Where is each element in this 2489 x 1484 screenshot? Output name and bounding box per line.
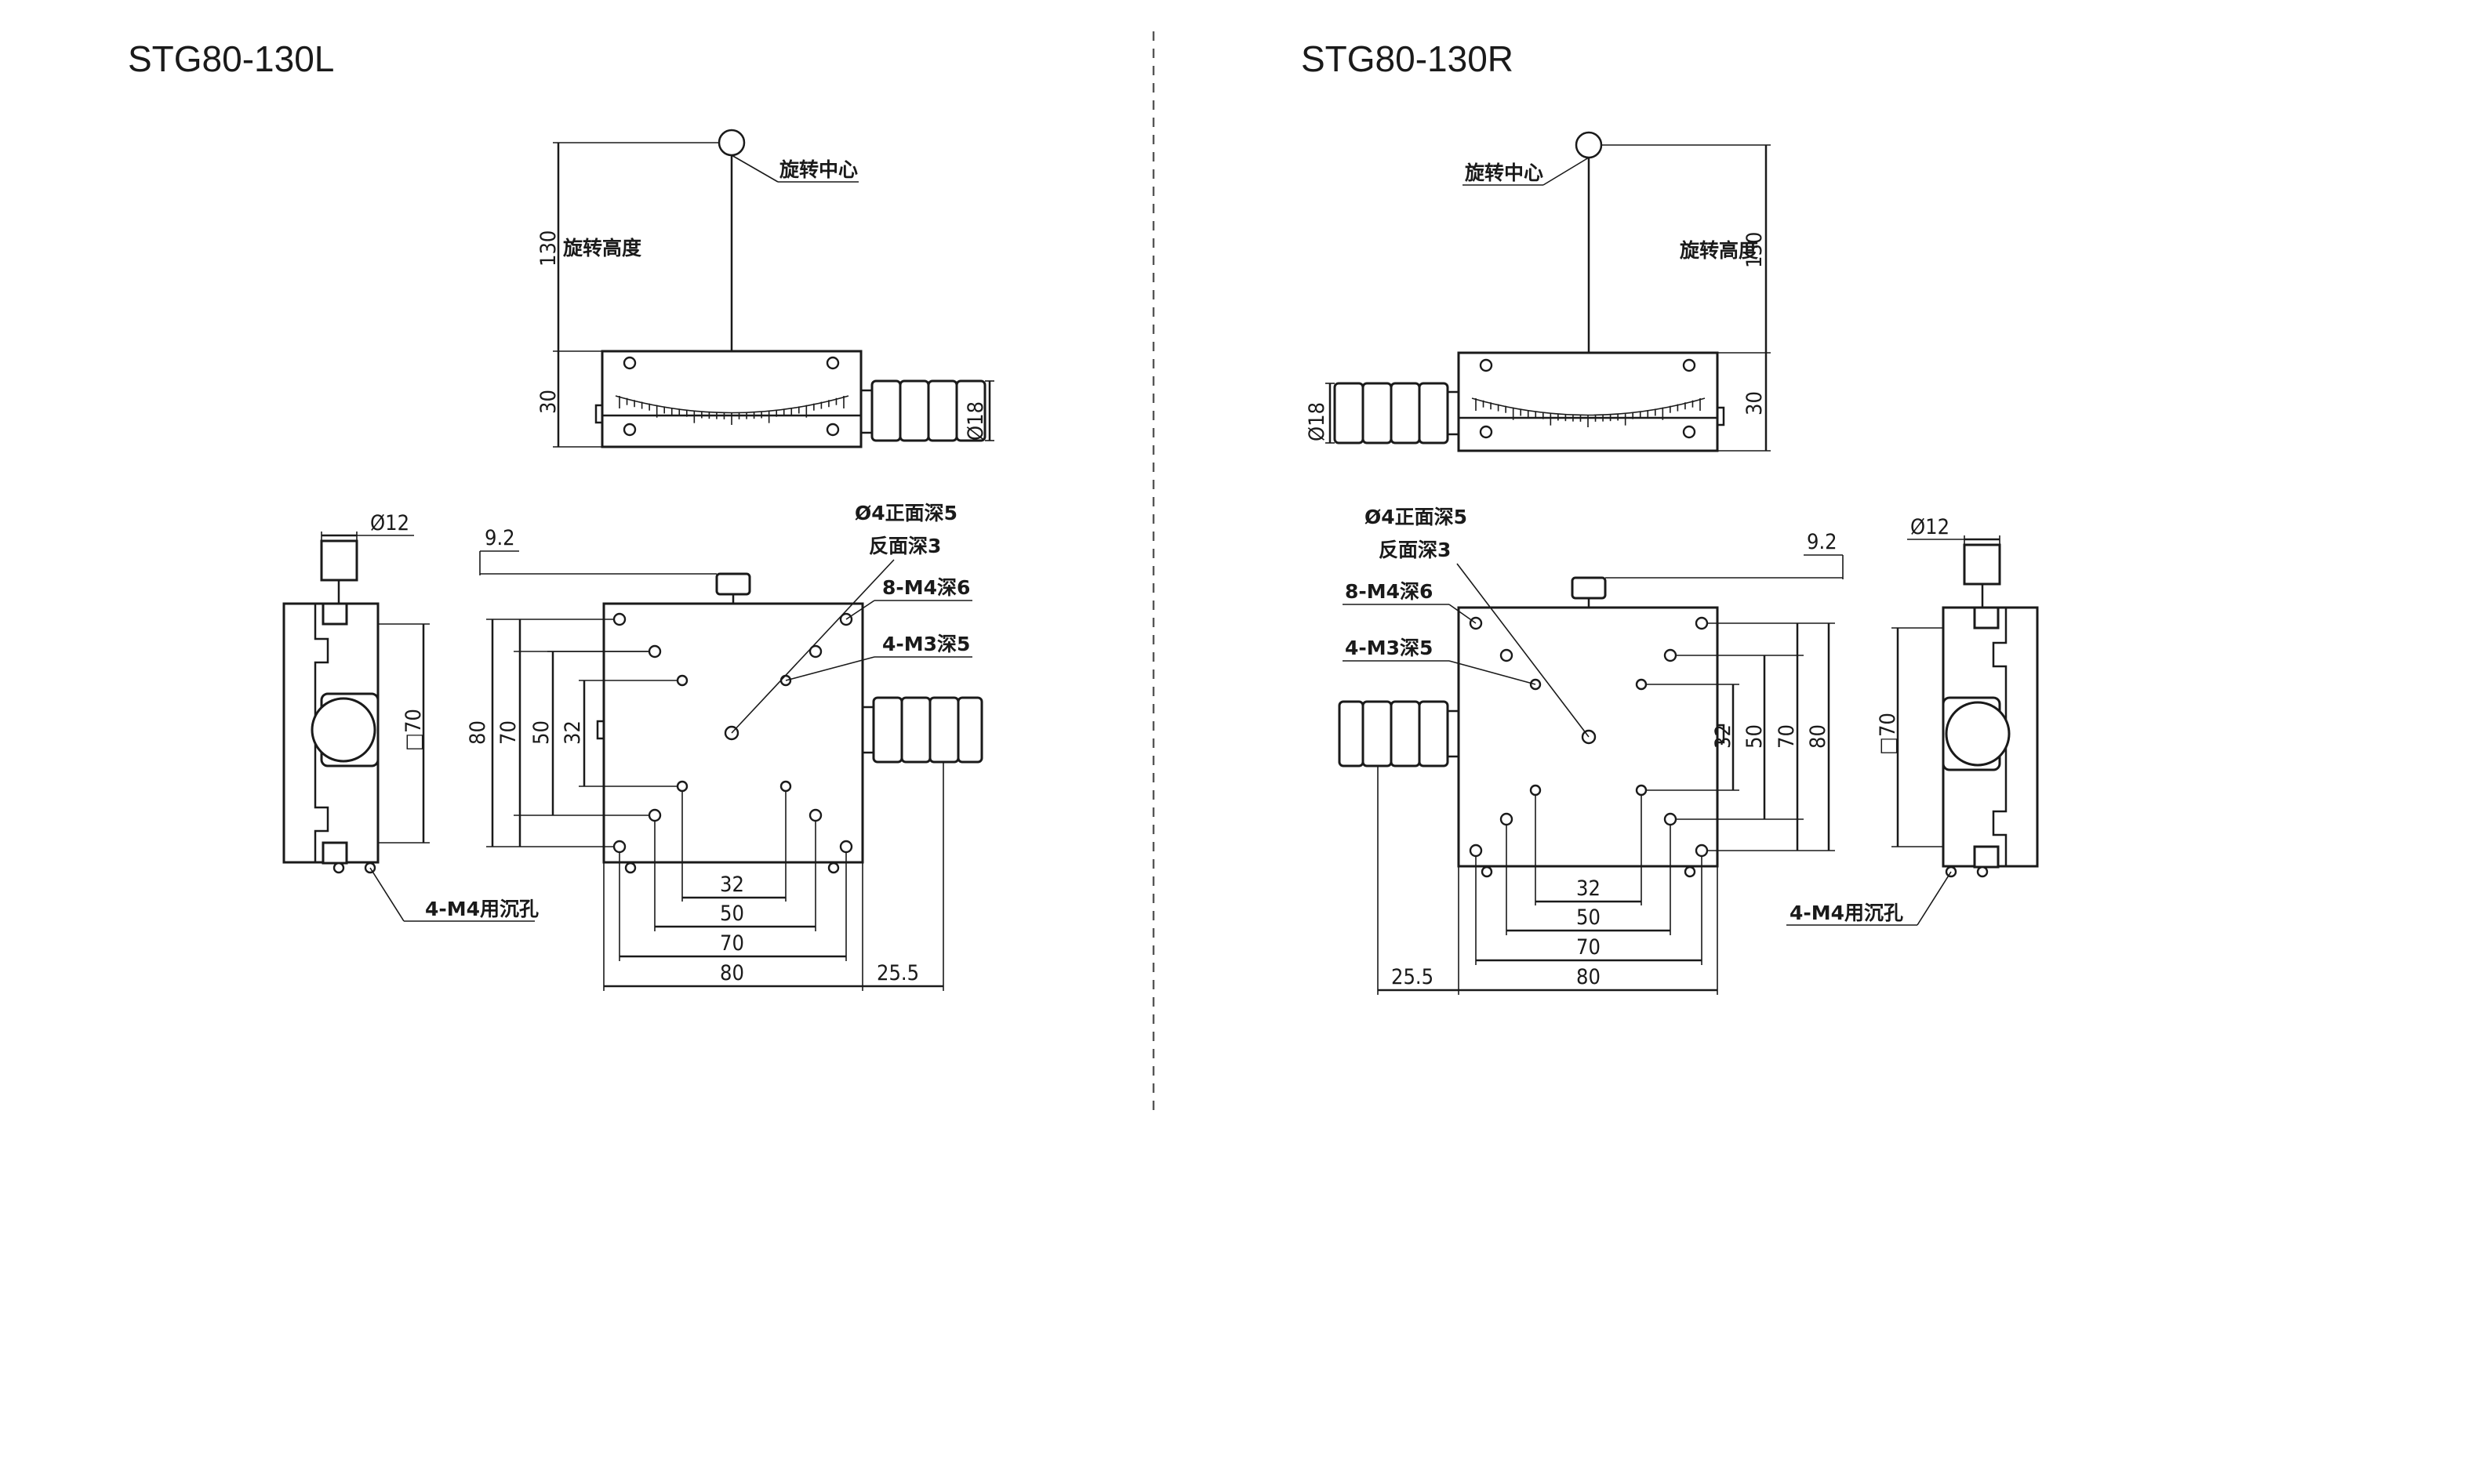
dim-80h: 80 (720, 961, 744, 985)
side-elevation: 旋转中心 130 30 旋转高度 Ø18 (1305, 131, 1771, 452)
dim-50v: 50 (1742, 724, 1767, 749)
counterbore-label: 4-M4用沉孔 (425, 898, 539, 920)
dim-70v: 70 (1775, 724, 1799, 749)
dim-phi12: Ø12 (1910, 515, 1949, 539)
dim-phi12: Ø12 (370, 511, 409, 535)
dim-25-5: 25.5 (877, 961, 919, 985)
dim-80v: 80 (466, 720, 490, 745)
view-stg80-130l: STG80-130L 旋转中心 (128, 38, 994, 991)
micrometer-knob (859, 379, 987, 442)
dim-30: 30 (1742, 391, 1767, 415)
rotation-center-marker (718, 129, 746, 157)
dim-80v: 80 (1806, 724, 1830, 749)
hole-m4-label: 8-M4深6 (882, 576, 970, 599)
dim-9-2: 9.2 (1807, 530, 1837, 554)
leader (369, 867, 405, 922)
dim-70v: 70 (496, 720, 521, 745)
top-pin (715, 572, 751, 596)
rotation-height-label: 旋转高度 (1680, 239, 1758, 262)
dim-phi18: Ø18 (964, 401, 988, 441)
rotation-center-label: 旋转中心 (779, 158, 858, 181)
side-elevation: 旋转中心 130 30 旋转高度 Ø18 (536, 129, 994, 448)
stage-body (1457, 351, 1719, 452)
hole-phi4-front-label: Ø4正面深5 (1364, 506, 1467, 528)
dim-25-5: 25.5 (1391, 965, 1433, 989)
plan-view: 80 70 50 32 32 50 70 (466, 502, 983, 991)
mounting-holes (612, 612, 853, 854)
end-view: Ø12 □70 4-M4用沉孔 (1786, 515, 2039, 926)
hole-phi4-front-label: Ø4正面深5 (855, 502, 957, 524)
scale-ticks (1475, 398, 1701, 427)
dim-32v: 32 (561, 720, 585, 745)
dim-32h: 32 (720, 873, 744, 897)
leader (731, 559, 895, 734)
dim-sq70: □70 (402, 709, 426, 751)
rotation-center-label: 旋转中心 (1465, 161, 1543, 184)
corner-screw (826, 423, 840, 437)
end-knob-shaft (320, 539, 358, 582)
end-view: Ø12 □70 4-M4用沉孔 (282, 511, 539, 922)
stage-body (601, 350, 863, 448)
micrometer-knob-plan (1338, 700, 1460, 767)
end-knob (1945, 701, 2011, 767)
dim-9-2: 9.2 (485, 526, 515, 550)
dim-sq70: □70 (1876, 713, 1900, 755)
dim-80h: 80 (1576, 965, 1601, 989)
dim-130: 130 (536, 230, 561, 267)
hole-phi4-back-label: 反面深3 (869, 535, 941, 557)
corner-screw (623, 423, 637, 437)
side-tab (594, 404, 604, 424)
counterbore-label: 4-M4用沉孔 (1790, 902, 1903, 924)
hole-m3-label: 4-M3深5 (1345, 637, 1433, 659)
corner-screw (623, 356, 637, 370)
end-knob (311, 697, 376, 763)
dim-50h: 50 (1576, 905, 1601, 930)
dim-50h: 50 (720, 902, 744, 926)
corner-screw (826, 356, 840, 370)
rotation-center-marker (1575, 131, 1603, 159)
model-title: STG80-130L (128, 38, 334, 79)
view-stg80-130r: STG80-130R 旋转中心 (1301, 38, 2039, 995)
dim-32v: 32 (1711, 724, 1735, 749)
leader (731, 154, 779, 183)
dim-30: 30 (536, 390, 561, 414)
hole-m3-label: 4-M3深5 (882, 633, 970, 655)
hole-m4-label: 8-M4深6 (1345, 580, 1433, 603)
plan-view: 80 70 50 32 32 50 70 (1338, 506, 1844, 995)
scale-ticks (619, 396, 845, 425)
micrometer-knob-plan (861, 696, 983, 764)
hole-phi4-back-label: 反面深3 (1379, 539, 1451, 561)
dim-phi18: Ø18 (1305, 402, 1329, 441)
mounting-holes (1469, 616, 1709, 858)
dim-130: 130 (1742, 232, 1767, 268)
dim-50v: 50 (529, 720, 554, 745)
model-title: STG80-130R (1301, 38, 1513, 79)
dim-32h: 32 (1576, 876, 1601, 901)
micrometer-knob (1333, 382, 1460, 444)
rotation-height-label: 旋转高度 (563, 237, 641, 259)
dim-70h: 70 (720, 931, 744, 956)
dim-70h: 70 (1576, 935, 1601, 960)
